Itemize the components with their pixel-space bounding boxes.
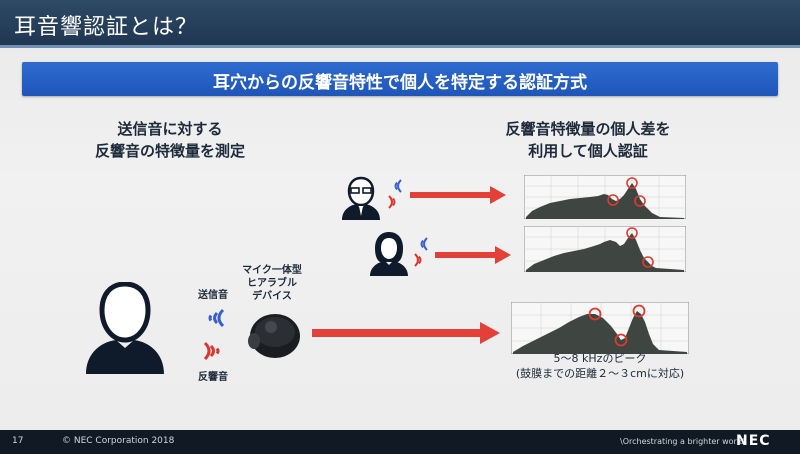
send-wave-icon [208,308,225,328]
peak-caption-line-2: (鼓膜までの距離２～３cmに対応) [515,367,685,380]
right-heading-line-2: 利用して個人認証 [528,142,648,160]
slide-title: 耳音響認証とは？ [14,15,199,40]
left-heading-line-2: 反響音の特徴量を測定 [94,142,245,160]
arrow-person-2 [435,246,511,264]
banner-text: 耳穴からの反響音特性で個人を特定する認証方式 [213,73,587,93]
peak-caption-line-1: 5～8 kHzのピーク [553,352,647,365]
device-label-line-2: ヒアラブル [247,278,297,289]
banner: 耳穴からの反響音特性で個人を特定する認証方式 [22,62,778,96]
copyright: © NEC Corporation 2018 [62,436,175,446]
left-heading: 送信音に対する 反響音の特徴量を測定 [60,118,280,162]
send-wave-small-icon-2 [420,237,428,251]
echo-spectrum-graph-1 [524,175,686,219]
device-label: マイク一体型 ヒアラブル デバイス [232,264,312,303]
echo-wave-icon [203,341,220,361]
person-female-icon [370,232,408,276]
send-label: 送信音 [198,290,228,301]
peak-caption: 5～8 kHzのピーク (鼓膜までの距離２～３cmに対応) [495,351,705,381]
echo-spectrum-graph-2 [524,226,686,272]
right-heading-line-1: 反響音特徴量の個人差を [505,120,671,138]
send-wave-small-icon-1 [394,179,402,193]
tagline: \Orchestrating a brighter world [620,437,745,446]
left-heading-line-1: 送信音に対する [117,120,223,138]
footer: 17 © NEC Corporation 2018 \Orchestrating… [0,430,800,454]
title-rule [0,45,800,48]
device-label-line-3: デバイス [252,291,292,302]
arrow-person-1 [410,186,506,204]
echo-wave-small-icon-1 [388,195,396,209]
arrow-device [312,322,500,344]
echo-label: 反響音 [198,372,228,383]
person-glasses-icon [342,176,380,220]
title-bar: 耳音響認証とは？ [0,0,800,48]
user-large-icon [86,282,164,374]
page-number: 17 [12,436,24,446]
right-heading: 反響音特徴量の個人差を 利用して個人認証 [468,118,708,162]
device-label-line-1: マイク一体型 [242,265,302,276]
earbud-device-icon [248,314,300,358]
echo-spectrum-graph-main [511,302,689,354]
echo-wave-small-icon-2 [414,253,422,267]
nec-logo: NEC [736,433,771,449]
